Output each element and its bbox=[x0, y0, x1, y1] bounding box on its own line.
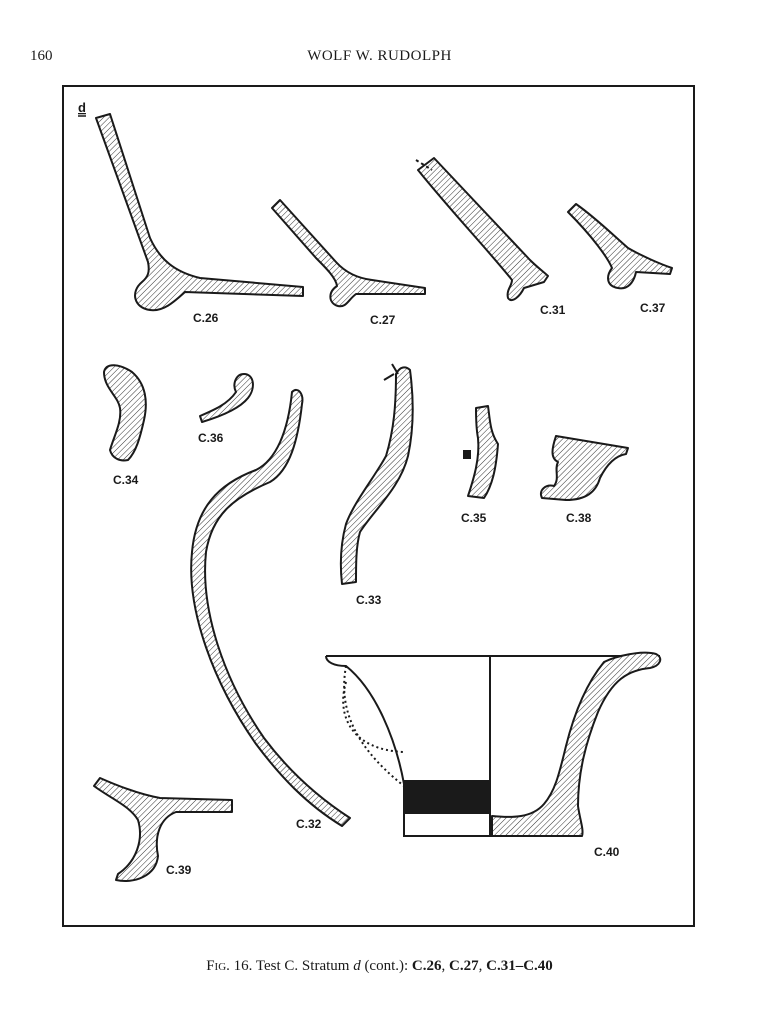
label-c32: C.32 bbox=[296, 817, 322, 831]
label-c33: C.33 bbox=[356, 593, 382, 607]
label-c27: C.27 bbox=[370, 313, 396, 327]
sherd-c38 bbox=[540, 435, 629, 501]
label-c39: C.39 bbox=[166, 863, 192, 877]
figure-frame bbox=[62, 85, 695, 927]
sherd-c26 bbox=[95, 113, 304, 312]
sherd-c34 bbox=[103, 364, 147, 462]
label-c35: C.35 bbox=[461, 511, 487, 525]
label-c34: C.34 bbox=[113, 473, 139, 487]
caption-sep-2: , bbox=[478, 958, 487, 974]
caption-stratum: d bbox=[353, 958, 361, 974]
page-number: 160 bbox=[30, 48, 53, 64]
sherd-c32 bbox=[190, 388, 351, 827]
sherd-c35 bbox=[463, 405, 499, 499]
label-c31: C.31 bbox=[540, 303, 566, 317]
caption-sep-1: , bbox=[441, 958, 450, 974]
sherd-c27 bbox=[271, 199, 426, 308]
caption-ref-3: C.31–C.40 bbox=[486, 958, 553, 974]
caption-text: 16. Test C. Stratum bbox=[229, 958, 354, 974]
sherd-c37 bbox=[567, 203, 673, 290]
caption-ref-2: C.27 bbox=[449, 958, 479, 974]
sherd-c31 bbox=[415, 157, 549, 302]
caption-ref-1: C.26 bbox=[411, 958, 442, 974]
label-c38: C.38 bbox=[566, 511, 592, 525]
sherd-c33 bbox=[339, 363, 414, 585]
label-c40: C.40 bbox=[594, 845, 620, 859]
caption-cont: (cont.): bbox=[360, 958, 412, 974]
sherd-c36 bbox=[199, 373, 254, 423]
sherd-c39 bbox=[93, 777, 233, 882]
running-head: WOLF W. RUDOLPH bbox=[307, 48, 452, 64]
label-c26: C.26 bbox=[193, 311, 219, 325]
label-c37: C.37 bbox=[640, 301, 666, 315]
label-c36: C.36 bbox=[198, 431, 224, 445]
vessel-c40 bbox=[325, 651, 662, 837]
figure-caption: Fig. 16. Test C. Stratum d (cont.): C.26… bbox=[0, 958, 759, 975]
caption-fig-prefix: Fig. bbox=[206, 958, 230, 974]
stratum-marker: d bbox=[78, 100, 86, 115]
